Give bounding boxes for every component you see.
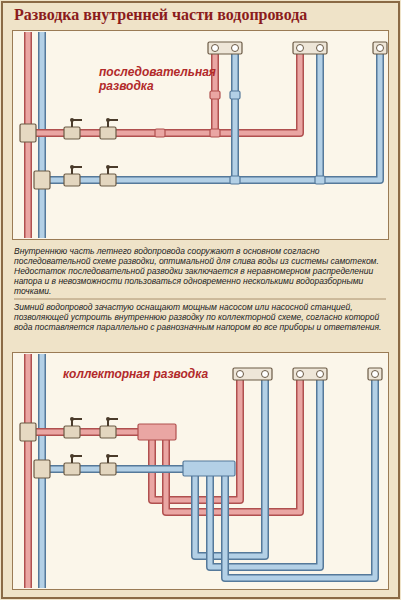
layout-panel: последовательная разводка [12, 30, 389, 240]
outlet-fitting [208, 42, 242, 54]
valve-body [100, 127, 116, 139]
outlet-fitting [373, 42, 387, 54]
outlet-socket [297, 45, 304, 52]
scheme-label: последовательная разводка [99, 65, 209, 93]
pipe-outline [24, 354, 32, 588]
pipe-outline [211, 52, 219, 133]
panel-ground [12, 30, 389, 240]
pipe [318, 52, 323, 180]
riser-tee [34, 460, 50, 478]
valve-knob [106, 417, 110, 421]
valve-knob [70, 165, 74, 169]
pipe [26, 354, 31, 588]
outlet-socket [317, 371, 324, 378]
pipe [28, 52, 300, 133]
valve-body [64, 127, 80, 139]
pipe-outline [231, 52, 239, 180]
outlet-fitting [293, 42, 327, 54]
pipe [225, 378, 375, 578]
red-collector [138, 424, 176, 440]
outlet-fitting [368, 368, 382, 380]
valve-knob [70, 118, 74, 122]
pipe-fitting [230, 176, 240, 184]
pipe-outline [28, 428, 140, 436]
panel-ground [12, 352, 389, 590]
valve-knob [70, 454, 74, 458]
pipe-fitting [210, 91, 220, 99]
scheme-label: коллекторная разводка [63, 367, 233, 381]
outlet-fitting [233, 368, 272, 380]
layout-panel: коллекторная разводка [12, 352, 389, 590]
valve-knob [70, 417, 74, 421]
pipe [166, 378, 300, 512]
riser-tee [20, 423, 36, 441]
outlet-socket [377, 45, 384, 52]
riser-tee [20, 124, 36, 142]
valve-body [100, 174, 116, 186]
note-paragraph: Внутреннюю часть летнего водопровода соо… [14, 246, 386, 296]
divider-line [14, 299, 386, 300]
pipe-fitting [230, 91, 240, 99]
valve-knob [106, 454, 110, 458]
valve-knob [106, 165, 110, 169]
pipe-outline [42, 52, 380, 180]
valve-body [64, 174, 80, 186]
pipe-outline [316, 52, 324, 180]
pipe-fitting [155, 129, 165, 137]
pipe-fitting [315, 176, 325, 184]
valve-body [64, 463, 80, 475]
outlet-socket [212, 45, 219, 52]
outlet-socket [372, 371, 379, 378]
pipe [42, 52, 380, 180]
pipe [28, 430, 140, 435]
pipe-outline [166, 378, 300, 512]
valve-body [64, 426, 80, 438]
pipe [233, 52, 238, 180]
valve-knob [106, 118, 110, 122]
note-paragraph: Зимний водопровод зачастую оснащают мощн… [14, 302, 386, 332]
blue-collector [183, 461, 235, 476]
outlet-socket [262, 371, 269, 378]
outlet-socket [237, 371, 244, 378]
pipe-outline [28, 52, 300, 133]
pipe-outline [225, 378, 375, 578]
outlet-socket [297, 371, 304, 378]
valve-body [100, 463, 116, 475]
page-title: Разводка внутренней части водопровода [14, 6, 307, 24]
riser-tee [34, 171, 50, 189]
valve-body [100, 426, 116, 438]
outlet-socket [317, 45, 324, 52]
outlet-fitting [293, 368, 327, 380]
outlet-socket [232, 45, 239, 52]
pipe-fitting [210, 129, 220, 137]
